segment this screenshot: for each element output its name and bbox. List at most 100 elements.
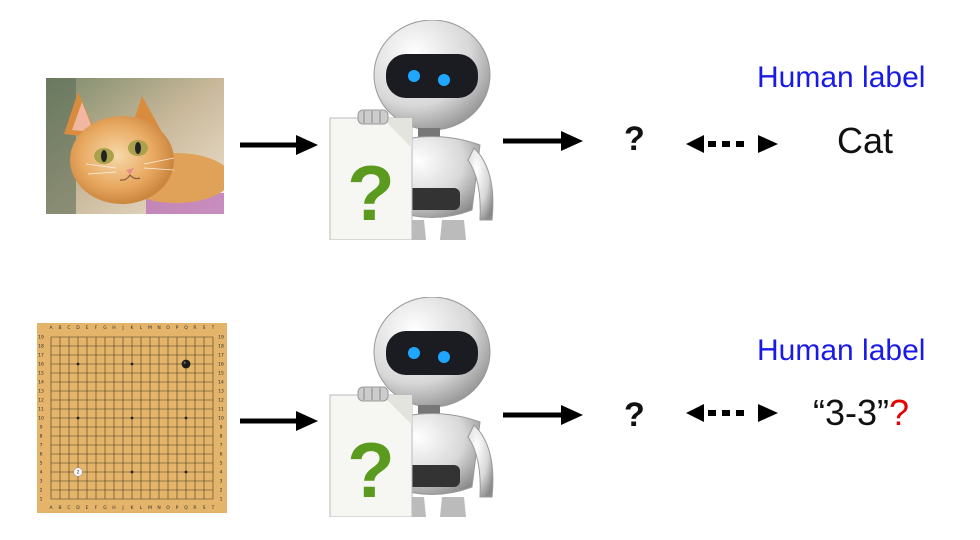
row-label: 15 xyxy=(38,371,44,377)
compare-arrow-icon xyxy=(686,400,778,431)
column-label: G xyxy=(103,325,107,331)
column-label: D xyxy=(76,325,80,331)
star-point xyxy=(76,362,80,366)
column-label: M xyxy=(148,325,152,331)
row-label: 17 xyxy=(218,353,224,359)
row-label: 2 xyxy=(40,488,43,494)
column-label: C xyxy=(67,325,70,331)
robot-arm xyxy=(467,147,494,221)
robot-eye xyxy=(408,347,420,359)
star-point xyxy=(76,416,80,420)
robot-sign-card xyxy=(329,394,413,518)
row-label: 11 xyxy=(38,407,44,413)
row-label: 12 xyxy=(218,398,224,404)
input-arrow-icon xyxy=(240,408,318,439)
robot-hand xyxy=(357,109,389,125)
row-label: 4 xyxy=(220,470,223,476)
row-label: 18 xyxy=(218,344,224,350)
column-label: O xyxy=(166,325,170,331)
row-label: 8 xyxy=(40,434,43,440)
white-stone xyxy=(73,467,83,477)
human-label-value: “3-3”? xyxy=(813,392,909,434)
row-label: 10 xyxy=(218,416,224,422)
model-output: ? xyxy=(624,396,645,434)
column-label: L xyxy=(140,325,143,331)
column-label: Q xyxy=(184,505,188,511)
robot-eye xyxy=(408,70,420,82)
row-label: 7 xyxy=(40,443,43,449)
column-label: D xyxy=(76,505,80,511)
column-label: A xyxy=(49,325,53,331)
compare-arrow-icon xyxy=(686,131,778,162)
column-label: E xyxy=(86,325,89,331)
row-label: 3 xyxy=(40,479,43,485)
column-label: B xyxy=(58,505,61,511)
column-label: P xyxy=(176,505,179,511)
column-label: E xyxy=(86,505,89,511)
black-stone xyxy=(181,359,191,369)
robot-model: ? xyxy=(322,296,502,518)
column-label: B xyxy=(58,325,61,331)
row-label: 17 xyxy=(38,353,44,359)
uncertain-mark: ? xyxy=(889,392,910,433)
stone-number: 2 xyxy=(77,470,80,476)
row-label: 1 xyxy=(40,497,43,503)
robot-leg xyxy=(440,497,466,517)
column-label: H xyxy=(112,325,115,331)
column-label: C xyxy=(67,505,70,511)
label-text: “3-3” xyxy=(813,392,890,433)
cat-photo xyxy=(46,78,224,214)
row-label: 8 xyxy=(220,434,223,440)
column-label: P xyxy=(176,325,179,331)
robot-visor xyxy=(386,331,478,375)
output-arrow-icon xyxy=(503,128,583,159)
input-arrow-icon xyxy=(240,132,318,163)
row-label: 13 xyxy=(38,389,44,395)
robot-leg xyxy=(440,220,466,240)
row-label: 1 xyxy=(220,497,223,503)
robot-waist xyxy=(404,188,460,210)
row-label: 16 xyxy=(38,362,44,368)
row-label: 5 xyxy=(220,461,223,467)
column-label: J xyxy=(121,505,123,511)
column-label: O xyxy=(166,505,170,511)
column-label: N xyxy=(157,325,160,331)
label-text: Cat xyxy=(837,120,894,161)
sign-question-mark: ? xyxy=(347,426,395,514)
star-point xyxy=(184,470,188,474)
row-label: 18 xyxy=(38,344,44,350)
sign-corner xyxy=(382,118,412,148)
row-label: 15 xyxy=(218,371,224,377)
column-label: H xyxy=(112,505,115,511)
row-label: 11 xyxy=(218,407,224,413)
sign-corner xyxy=(382,395,412,425)
star-point xyxy=(130,362,134,366)
row-label: 3 xyxy=(220,479,223,485)
column-label: M xyxy=(148,505,152,511)
human-label-value: Cat xyxy=(837,120,893,162)
row-label: 16 xyxy=(218,362,224,368)
column-label: R xyxy=(193,505,196,511)
row-label: 12 xyxy=(38,398,44,404)
row-label: 5 xyxy=(40,461,43,467)
star-point xyxy=(130,470,134,474)
column-label: A xyxy=(49,505,53,511)
row-label: 19 xyxy=(218,335,224,341)
column-label: J xyxy=(121,325,123,331)
robot-sign-card xyxy=(329,117,413,241)
row-label: 14 xyxy=(38,380,44,386)
robot-model: ? xyxy=(322,19,502,241)
human-label-title: Human label xyxy=(757,61,926,94)
stone-highlight xyxy=(183,361,186,364)
column-label: K xyxy=(131,505,135,511)
row-label: 19 xyxy=(38,335,44,341)
robot-arm xyxy=(467,424,494,498)
column-label: G xyxy=(103,505,107,511)
column-label: K xyxy=(131,325,135,331)
output-arrow-icon xyxy=(503,402,583,433)
robot-eye xyxy=(438,351,450,363)
column-label: T xyxy=(211,505,215,511)
row-label: 14 xyxy=(218,380,224,386)
column-label: T xyxy=(211,325,215,331)
